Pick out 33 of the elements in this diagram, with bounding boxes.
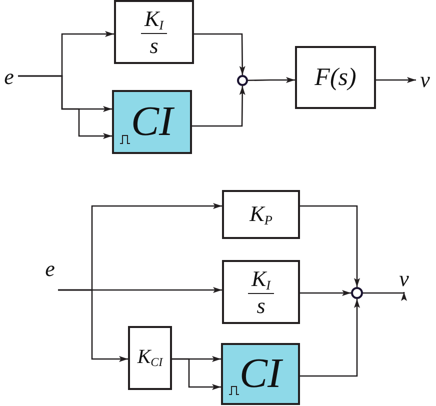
fraction-numerator: K$_{I}$ (141, 7, 167, 34)
block-label: K$_{P}$ (250, 200, 272, 228)
fraction-denominator: s (150, 34, 158, 57)
signal-label: v (399, 266, 409, 292)
signal-label: e (45, 256, 55, 282)
fraction-denominator: s (256, 294, 266, 317)
arrow (192, 86, 246, 127)
fraction-numerator: K$_{I}$ (248, 267, 274, 294)
block-label: K$_{CI}$ (137, 346, 163, 370)
summing-junction (237, 75, 248, 86)
arrow (18, 75, 112, 139)
signal-label: v (420, 67, 430, 93)
summing-junction (351, 287, 363, 299)
transfer-block (114, 0, 194, 64)
arrow (58, 289, 128, 362)
arrow (300, 205, 360, 287)
arrow (300, 290, 351, 296)
transfer-block (295, 46, 376, 109)
block-label: CI (240, 350, 282, 398)
transfer-block (112, 90, 192, 154)
transfer-block (222, 260, 300, 324)
transfer-block (128, 326, 172, 390)
arrow (194, 33, 246, 75)
arrow (363, 292, 407, 301)
block-label: CI (131, 98, 173, 146)
arrow (248, 77, 295, 83)
arrow (172, 358, 221, 390)
signal-label: e (4, 64, 14, 90)
block-label: F(s) (314, 64, 356, 92)
arrow (300, 299, 360, 377)
transfer-block (222, 190, 300, 239)
arrow (376, 77, 416, 83)
transfer-block (221, 343, 300, 405)
